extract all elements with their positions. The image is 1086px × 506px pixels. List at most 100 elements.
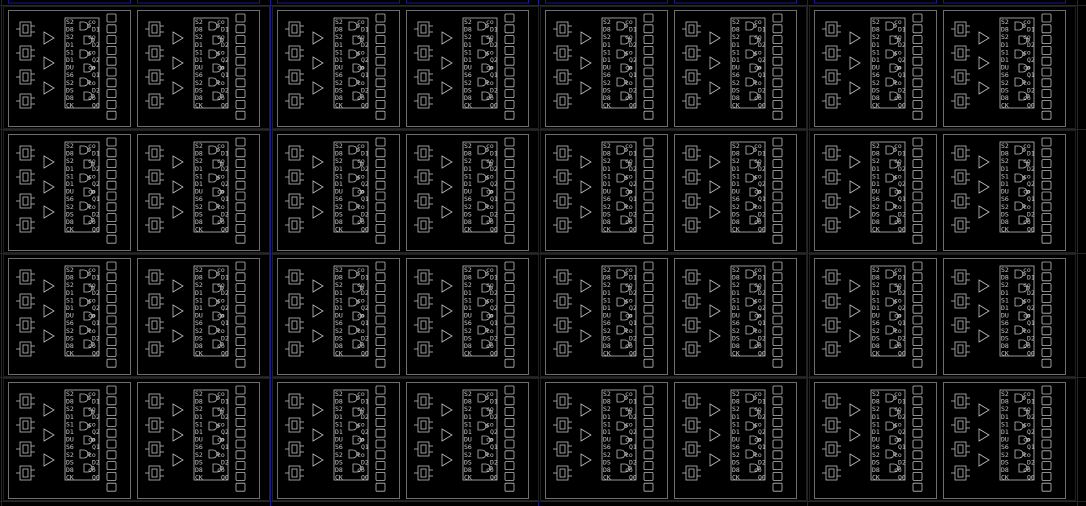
connector-pin: [957, 96, 964, 106]
pin-label-left: S2: [603, 281, 611, 289]
gate-inverter-bubble: [87, 176, 91, 180]
pin-label-right: Q2: [629, 180, 637, 188]
gate-inverter-bubble: [220, 66, 224, 70]
gate-inverter-bubble: [87, 328, 91, 332]
output-connector-symbol: [1041, 180, 1052, 190]
output-connector-symbol: [772, 159, 783, 169]
gate-inverter-bubble: [489, 66, 493, 70]
pin-label-left: D8: [603, 218, 611, 226]
connector-pin: [828, 24, 835, 34]
pin-label-right: D2: [1027, 86, 1035, 94]
circuit-module: S2D8S2D1S1D1DUS6S2DSD8CKcoD1coD2coQ2coQ1…: [406, 382, 529, 499]
output-connector-symbol: [772, 202, 783, 212]
output-connector-symbol: [235, 234, 246, 244]
gate-inverter-bubble: [1022, 272, 1026, 276]
buffer-symbol: [441, 453, 453, 467]
output-connector-symbol: [643, 315, 654, 325]
pin-label-left: S2: [464, 18, 472, 26]
gate-inverter-bubble: [360, 190, 364, 194]
grid-cell: [809, 254, 1076, 377]
gate-inverter-bubble: [220, 190, 224, 194]
output-connector-symbol: [772, 396, 783, 406]
buffer-symbol: [312, 428, 324, 442]
connector-pin: [688, 272, 695, 282]
gate-inverter-bubble: [897, 218, 901, 222]
pin-label-right: Q0: [92, 350, 100, 358]
gate-inverter-bubble: [897, 342, 901, 346]
gate-inverter-bubble: [216, 424, 220, 428]
pin-label-left: DS: [464, 210, 472, 218]
output-connector-symbol: [235, 261, 246, 271]
connector-pin: [957, 48, 964, 58]
pin-label-left: D1: [603, 413, 611, 421]
pin-label-right: Q2: [758, 56, 766, 64]
output-connector-symbol: [504, 407, 515, 417]
pin-label-right: co: [357, 33, 365, 41]
pin-label-left: DU: [732, 436, 740, 444]
connector-pin: [151, 148, 158, 158]
pin-label-left: D8: [872, 150, 880, 158]
pin-label-right: co: [217, 218, 225, 226]
pin-label-right: co: [486, 266, 494, 274]
connector-pin: [828, 296, 835, 306]
output-connector-symbol: [1041, 78, 1052, 88]
pin-label-left: D1: [732, 41, 740, 49]
pin-label-right: D2: [490, 289, 498, 297]
output-connector-symbol: [504, 261, 515, 271]
gate-inverter-bubble: [628, 286, 632, 290]
buffer-symbol: [312, 403, 324, 417]
input-connector-symbol: [553, 465, 572, 481]
pin-label-right: co: [88, 420, 96, 428]
connector-pin: [559, 272, 566, 282]
grid-cell: [272, 378, 539, 501]
buffer-symbol: [849, 329, 861, 343]
pin-label-left: DS: [603, 458, 611, 466]
connector-pin: [828, 272, 835, 282]
input-connector-symbol: [553, 21, 572, 37]
module-frame: [814, 382, 937, 499]
pin-label-right: D1: [898, 274, 906, 282]
pin-label-left: D1: [66, 304, 74, 312]
pin-label-right: co: [88, 203, 96, 211]
output-connector-symbol: [643, 418, 654, 427]
pin-label-right: Q0: [361, 350, 369, 358]
input-connector-symbol: [822, 465, 841, 481]
pin-label-left: S2: [732, 142, 740, 150]
pin-label-right: co: [894, 33, 902, 41]
output-connector-symbol: [912, 56, 923, 66]
output-connector-symbol: [912, 100, 923, 109]
pin-label-left: D8: [1001, 94, 1009, 102]
pin-label-right: D2: [1027, 41, 1035, 49]
pin-label-right: Q0: [898, 474, 906, 482]
pin-label-right: co: [754, 296, 762, 304]
pin-label-left: D8: [1001, 274, 1009, 282]
output-connector-symbol: [643, 326, 654, 336]
input-connector-symbol: [285, 417, 304, 433]
output-connector-symbol: [912, 337, 923, 346]
pin-label-left: S2: [732, 405, 740, 413]
pin-label-right: Q0: [92, 226, 100, 234]
pin-label-left: D8: [464, 398, 472, 406]
input-connector-symbol: [951, 417, 970, 433]
pin-label-right: Q1: [629, 71, 637, 79]
pin-label-left: S6: [603, 319, 611, 327]
connector-pin: [22, 396, 29, 406]
buffer-symbol: [580, 428, 592, 442]
pin-label-left: S2: [335, 266, 343, 274]
pin-label-right: co: [357, 18, 365, 26]
gate-inverter-bubble: [220, 162, 224, 166]
pin-label-left: D1: [195, 41, 203, 49]
connector-pin: [688, 296, 695, 306]
connector-pin: [291, 396, 298, 406]
output-connector-symbol: [375, 294, 386, 303]
buffer-symbol: [978, 31, 990, 45]
pin-label-left: DU: [335, 312, 343, 320]
pin-label-right: D2: [629, 458, 637, 466]
buffer-symbol: [441, 81, 453, 95]
output-connector-symbol: [912, 418, 923, 427]
buffer-symbol: [312, 180, 324, 194]
pin-label-right: co: [625, 157, 633, 165]
input-connector-symbol: [16, 217, 35, 233]
output-connector-symbol: [375, 148, 386, 158]
